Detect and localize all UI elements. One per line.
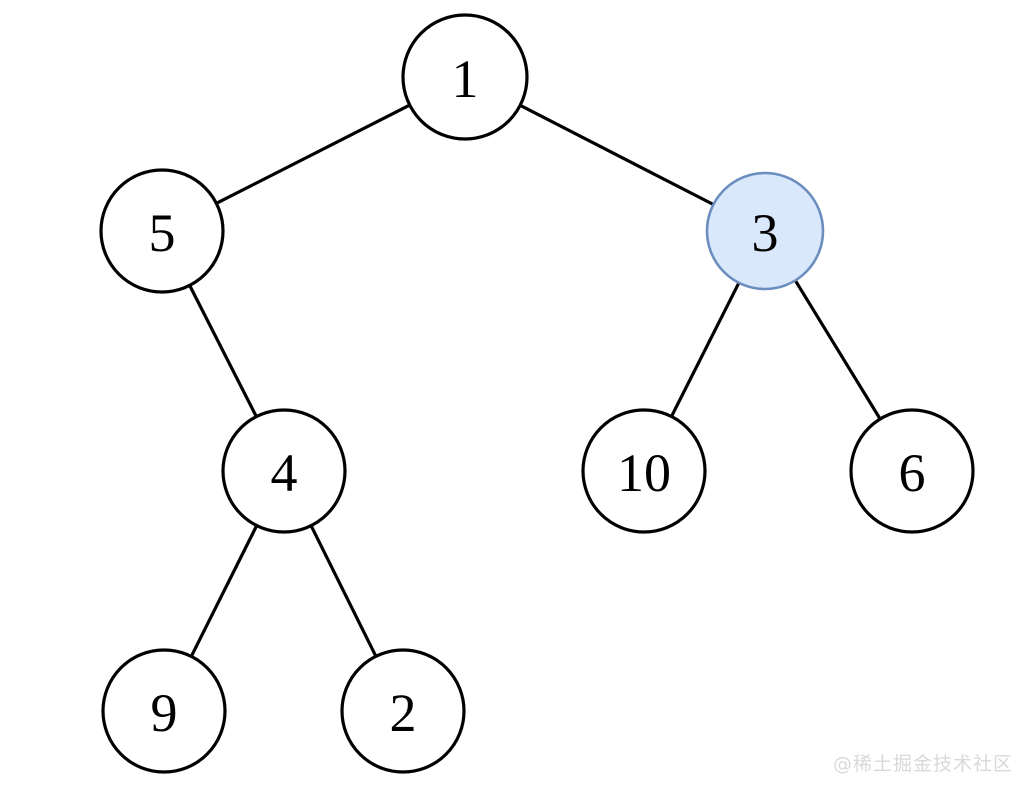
tree-edge-4-to-2 xyxy=(309,524,378,658)
node-label-6: 6 xyxy=(899,443,926,503)
node-label-1: 1 xyxy=(452,49,479,109)
node-circle-9[interactable] xyxy=(101,648,227,774)
tree-node-6[interactable]: 6 xyxy=(849,408,975,534)
tree-edge-3-to-6 xyxy=(793,279,882,420)
nodes-group: 1 5 3 4 10 6 9 2 xyxy=(99,13,975,774)
tree-edge-4-to-9 xyxy=(189,524,259,658)
tree-node-5[interactable]: 5 xyxy=(99,168,225,294)
node-circle-1[interactable] xyxy=(401,13,529,141)
tree-node-4[interactable]: 4 xyxy=(221,408,347,534)
tree-edge-3-to-10 xyxy=(670,282,741,418)
node-circle-2[interactable] xyxy=(340,648,466,774)
tree-node-10[interactable]: 10 xyxy=(581,408,707,534)
tree-node-9[interactable]: 9 xyxy=(101,648,227,774)
node-label-9: 9 xyxy=(151,683,178,743)
node-circle-10[interactable] xyxy=(581,408,707,534)
node-circle-5[interactable] xyxy=(99,168,225,294)
tree-edge-5-to-4 xyxy=(188,284,258,418)
watermark-label: @稀土掘金技术社区 xyxy=(832,753,1013,775)
node-label-4: 4 xyxy=(271,443,298,503)
tree-edge-1-to-5 xyxy=(215,103,411,205)
edges-group xyxy=(188,103,882,658)
tree-node-3[interactable]: 3 xyxy=(705,171,825,291)
tree-edge-1-to-3 xyxy=(519,103,715,206)
node-label-3: 3 xyxy=(752,203,779,263)
node-label-5: 5 xyxy=(149,203,176,263)
node-label-10: 10 xyxy=(617,443,671,503)
node-label-2: 2 xyxy=(390,683,417,743)
node-circle-4[interactable] xyxy=(221,408,347,534)
tree-node-1[interactable]: 1 xyxy=(401,13,529,141)
tree-node-2[interactable]: 2 xyxy=(340,648,466,774)
node-circle-6[interactable] xyxy=(849,408,975,534)
node-circle-3[interactable] xyxy=(705,171,825,291)
